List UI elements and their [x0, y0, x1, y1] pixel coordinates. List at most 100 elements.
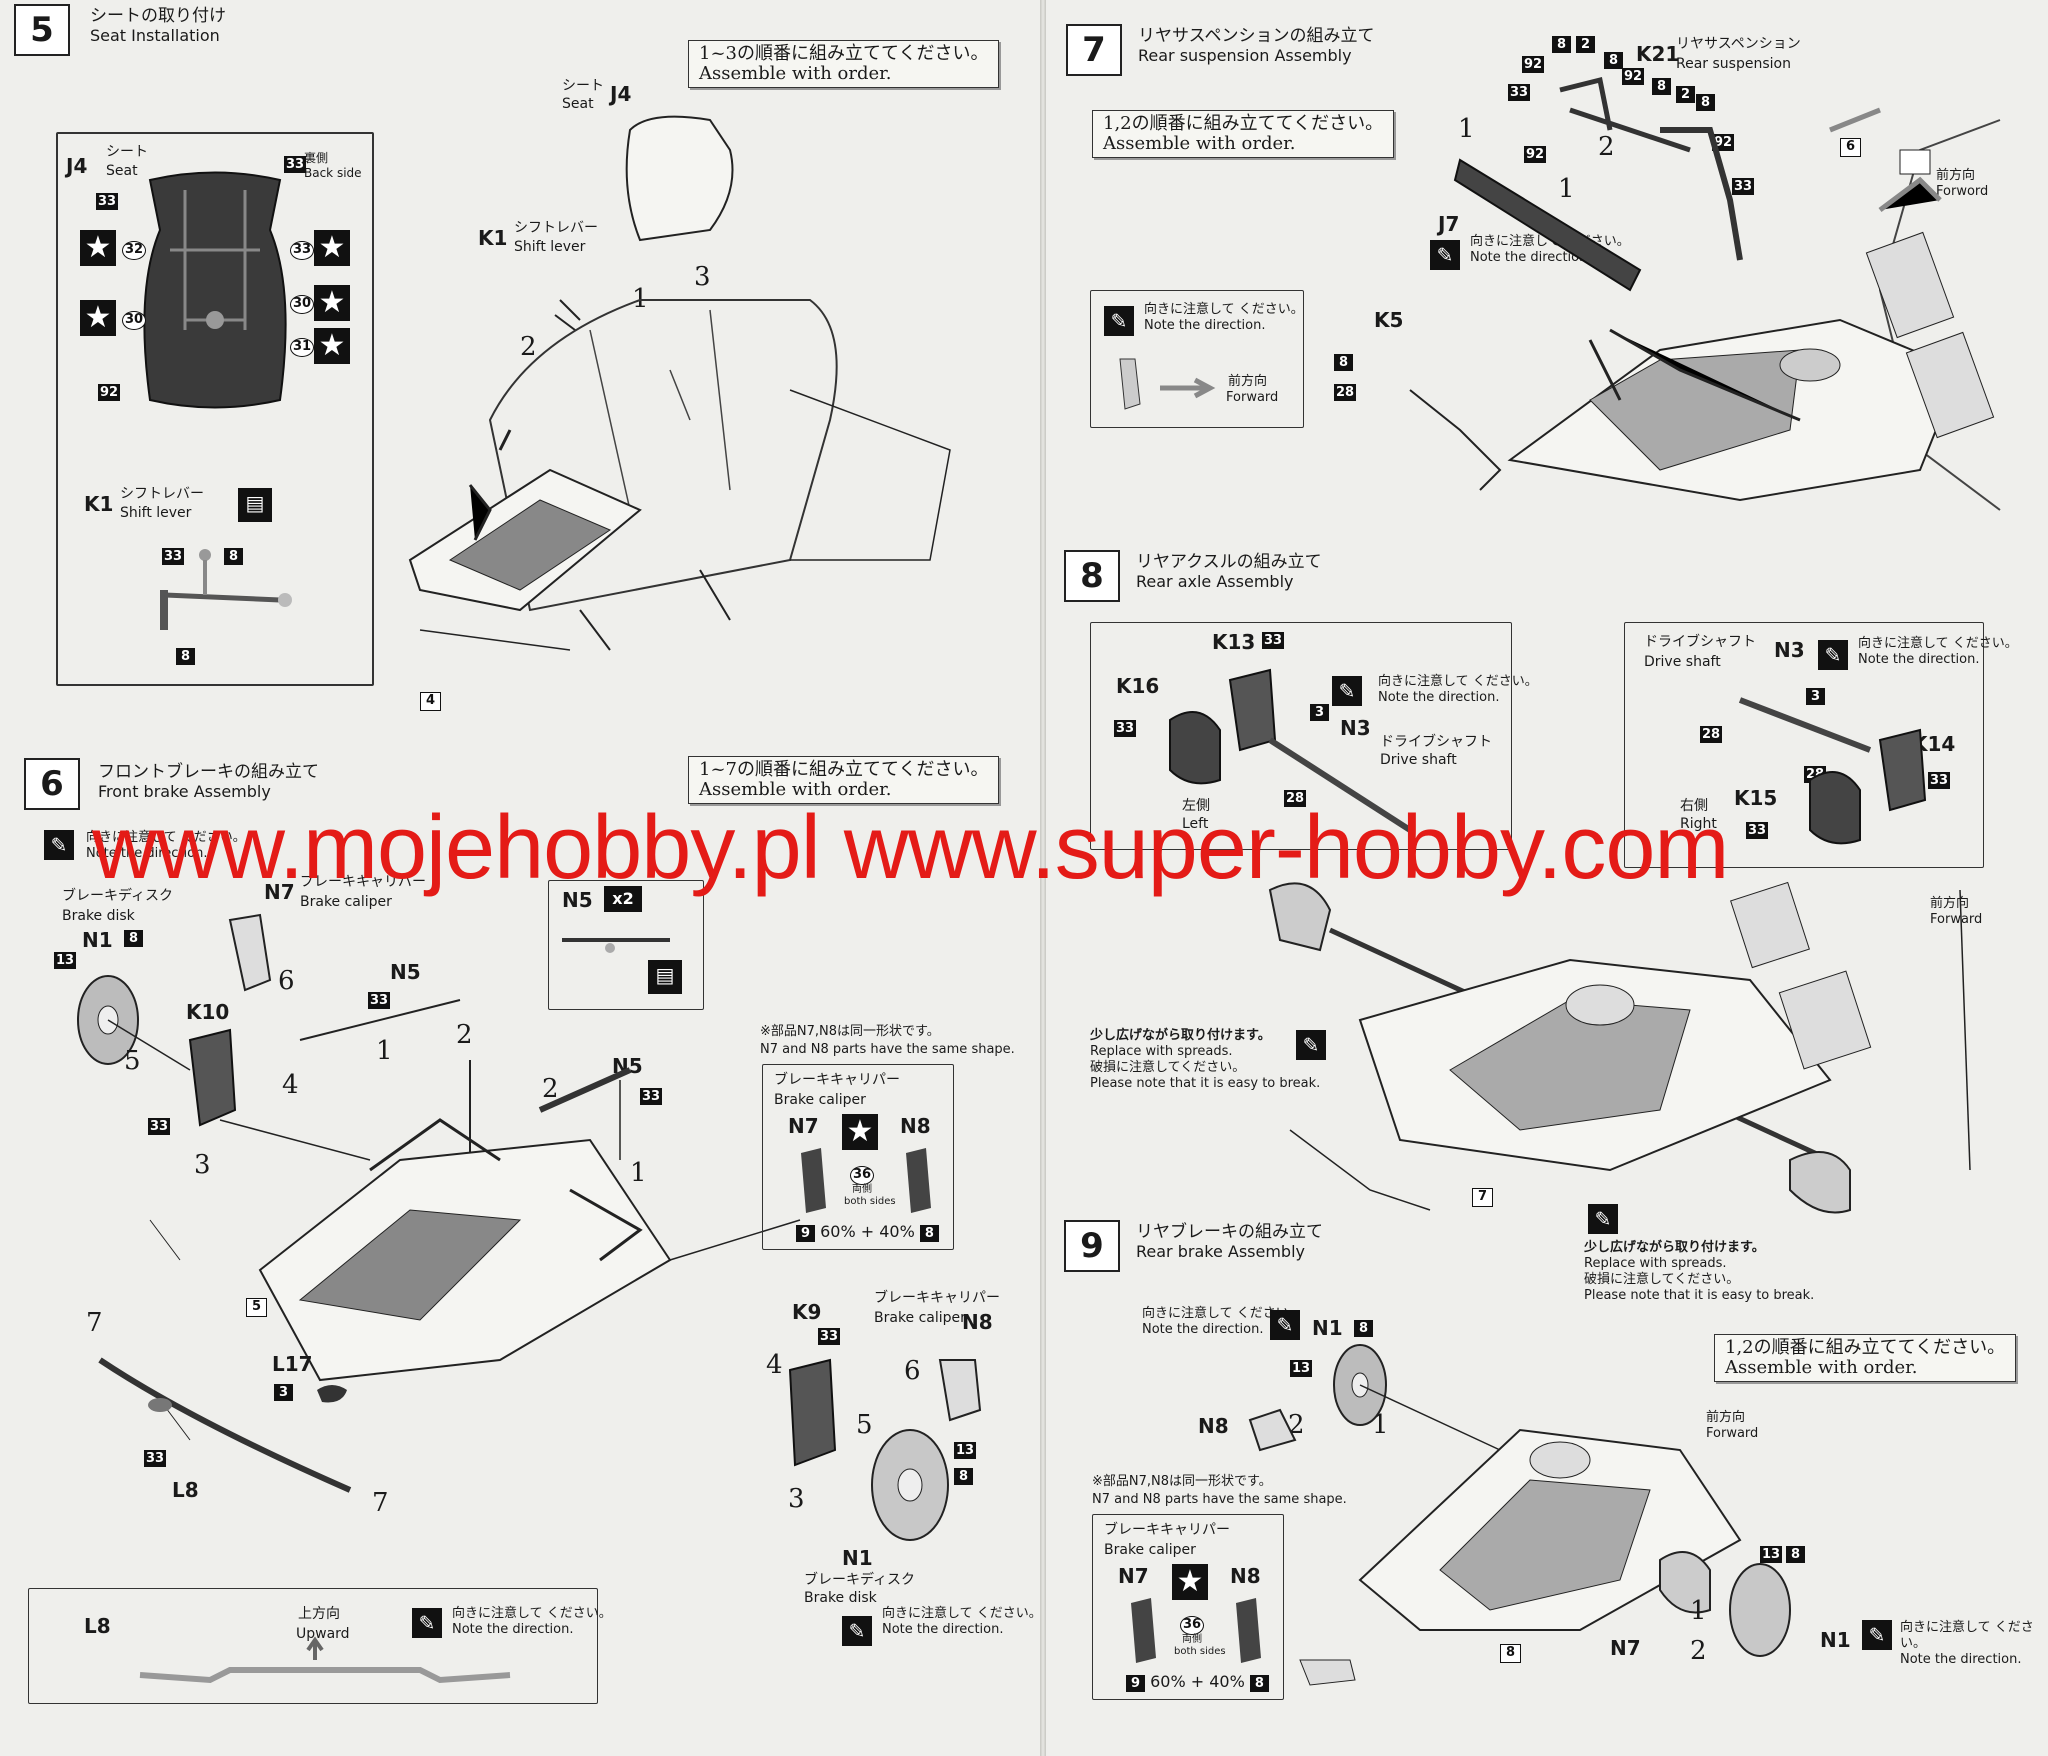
star-decal-icon: ★ [314, 285, 350, 321]
upward-label-en: Upward [296, 1626, 350, 1642]
caution-icon: ✎ [842, 1616, 872, 1646]
seat-back-drawing [143, 171, 287, 409]
forward-arrow-drawing [1119, 358, 1216, 410]
paint-number: 8 [954, 1468, 973, 1485]
sequence-number: 1 [1458, 114, 1475, 144]
sequence-number: 6 [904, 1356, 921, 1386]
paint-number: 9 [796, 1225, 815, 1242]
disc-label-ja: ブレーキディスク [62, 888, 174, 904]
note-ja: 向きに注意して ください。 [1900, 1620, 2034, 1651]
left-side-ja: 左側 [1182, 798, 1210, 814]
part-code: N3 [1340, 716, 1371, 740]
metal-decal-icon: ▤ [238, 488, 272, 522]
step-5-chassis-drawing [408, 115, 951, 651]
paint-number: 8 [1249, 1675, 1269, 1692]
forward-label-en: Forward [1706, 1426, 1759, 1441]
sequence-number: 2 [1598, 132, 1615, 162]
shift-label-en: Shift lever [514, 239, 586, 255]
caliper-label-en: Brake caliper [774, 1092, 866, 1108]
same-shape-note-ja: ※部品N7,N8は同一形状です。 [760, 1024, 940, 1039]
l8-bar-drawing [139, 1636, 511, 1684]
sequence-number: 5 [856, 1410, 873, 1440]
paint-number: 8 [1604, 52, 1623, 69]
note-ja: 向きに注意して ください。 [86, 830, 246, 845]
both-sides-en: both sides [1174, 1646, 1226, 1657]
direction-note: 向きに注意して ください。Note the direction. [1142, 1306, 1302, 1338]
direction-note: 向きに注意して ください。Note the direction. [1900, 1620, 2048, 1668]
back-side-ja: 裏側 [304, 151, 329, 165]
caliper-label-en: Brake caliper [300, 894, 392, 910]
part-code: N1 [1312, 1316, 1343, 1340]
order-note-ja: 1,2の順番に組み立ててください。 [1103, 113, 1384, 134]
part-code: N5 [390, 960, 421, 984]
step-8-title: リヤアクスルの組み立て Rear axle Assembly [1136, 552, 1322, 592]
step-7-title-en: Rear suspension Assembly [1138, 46, 1352, 65]
caliper-detail-frame [762, 1064, 954, 1250]
paint-number: 13 [1760, 1546, 1783, 1563]
paint-number: 13 [1290, 1360, 1313, 1377]
paint-number: 32 [122, 241, 147, 260]
right-side-ja: 右側 [1680, 798, 1708, 814]
caution-icon: ✎ [1270, 1310, 1300, 1340]
part-code: J7 [1438, 212, 1460, 236]
caliper-pair-drawing [1131, 1598, 1261, 1663]
sequence-number: 6 [278, 966, 295, 996]
paint-number: 28 [1284, 790, 1307, 807]
order-note-ja: 1,2の順番に組み立ててください。 [1725, 1337, 2006, 1358]
caution-icon: ✎ [1296, 1030, 1326, 1060]
paint-number: 8 [1696, 94, 1715, 111]
paint-number: 8 [1552, 36, 1571, 53]
star-decal-icon: ★ [842, 1114, 878, 1150]
paint-mix-ratio: 60% + 40% [820, 1222, 915, 1241]
paint-number: 33 [1114, 720, 1137, 737]
step-5-title-ja: シートの取り付け [90, 6, 226, 26]
step-6-left-brake-drawing [77, 913, 371, 1493]
paint-number: 36 [850, 1166, 875, 1185]
sequence-number: 1 [1690, 1596, 1707, 1626]
shift-part-code: K1 [84, 492, 114, 516]
paint-number: 33 [368, 992, 391, 1009]
both-sides-ja: 両側 [1182, 1634, 1202, 1645]
metal-decal-icon: ▤ [648, 960, 682, 994]
part-code: N1 [82, 928, 113, 952]
note-en: Note the direction. [86, 846, 208, 861]
paint-number: 3 [274, 1384, 293, 1401]
sequence-number: 3 [194, 1150, 211, 1180]
sequence-number: 4 [766, 1350, 783, 1380]
paint-number: 33 [1732, 178, 1755, 195]
sequence-number: 3 [788, 1484, 805, 1514]
sequence-number: 7 [372, 1488, 389, 1518]
break-ja: 破損に注意してください。 [1090, 1060, 1246, 1075]
right-axle-detail-frame [1624, 622, 1984, 868]
step-6-right-brake-drawing [788, 1358, 982, 1541]
paint-number: 2 [1576, 36, 1595, 53]
drive-shaft-label-en: Drive shaft [1380, 752, 1457, 768]
caution-icon: ✎ [1430, 240, 1460, 270]
step-5-order-note: 1~3の順番に組み立ててください。 Assemble with order. [688, 40, 1000, 88]
paint-number: 30 [122, 311, 147, 330]
note-en: Note the direction. [1900, 1652, 2022, 1667]
body-ref-number: 8 [1500, 1644, 1521, 1663]
forward-label-en: Forword [1936, 184, 1989, 199]
forward-label-ja: 前方向 [1706, 1410, 1746, 1425]
n5-part-drawing [562, 938, 670, 953]
paint-number: 33 [1928, 772, 1951, 789]
caution-icon: ✎ [1332, 676, 1362, 706]
body-ref-number: 6 [1840, 138, 1861, 157]
step-9-order-note: 1,2の順番に組み立ててください。 Assemble with order. [1714, 1334, 2017, 1382]
part-code: K9 [792, 1300, 822, 1324]
sequence-number: 7 [86, 1308, 103, 1338]
caution-icon: ✎ [1818, 640, 1848, 670]
part-code: N8 [900, 1114, 931, 1138]
left-side-en: Left [1182, 816, 1209, 832]
paint-number: 8 [1652, 78, 1671, 95]
note-ja: 向きに注意して ください。 [452, 1606, 612, 1621]
shift-part-code: K1 [478, 226, 508, 250]
part-code: N8 [962, 1310, 993, 1334]
paint-number: 33 [144, 1450, 167, 1467]
direction-note: 向きに注意して ください。Note the direction. [1858, 636, 2018, 668]
same-shape-note-en: N7 and N8 parts have the same shape. [760, 1042, 1015, 1057]
spread-ja: 少し広げながら取り付けます。 [1584, 1240, 1765, 1255]
same-shape-note-ja: ※部品N7,N8は同一形状です。 [1092, 1474, 1272, 1489]
step-7-number: 7 [1066, 24, 1122, 76]
